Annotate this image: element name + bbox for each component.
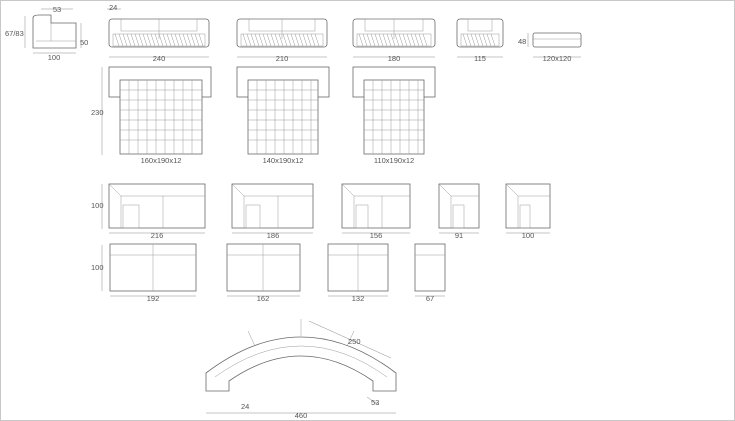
module-arm-depth-label: 100	[91, 201, 104, 210]
bed-depth-label: 230	[91, 108, 104, 117]
module-width-192: 192	[147, 294, 160, 303]
curved-sofa: 250 53 24 460	[205, 319, 397, 420]
bed-160: 160x190x12	[108, 66, 212, 165]
armchair-front-115: 115	[456, 18, 504, 63]
front-width-115: 115	[474, 54, 486, 63]
curved-outer-label: 460	[295, 411, 308, 420]
mattress-140-label: 140x190x12	[263, 156, 304, 165]
ottoman-height-label: 48	[518, 37, 526, 46]
module-corner-100: 100	[505, 183, 551, 240]
module-width-67: 67	[426, 294, 434, 303]
module-67: 67	[414, 243, 446, 303]
side-height-label: 67/83	[5, 29, 24, 38]
sofa-front-240: 240	[108, 18, 210, 63]
module-width-132: 132	[352, 294, 365, 303]
ottoman-size-label: 120x120	[543, 54, 572, 63]
module-132: 132	[327, 243, 389, 303]
module-width-162: 162	[257, 294, 270, 303]
module-arm-width-156: 156	[370, 231, 383, 240]
module-arm-91: 91	[438, 183, 480, 240]
ottoman-front: 48 120x120	[518, 32, 582, 63]
module-arm-186: 186	[231, 183, 314, 240]
mattress-110-label: 110x190x12	[374, 156, 414, 165]
side-seat-label: 50	[80, 38, 88, 47]
module-192: 192	[109, 243, 197, 303]
module-depth-label: 100	[91, 263, 104, 272]
module-arm-width-216: 216	[151, 231, 164, 240]
module-arm-156: 156	[341, 183, 411, 240]
module-arm-216: 216	[108, 183, 206, 240]
front-arm-label: 24	[109, 3, 117, 12]
module-arm-width-100: 100	[522, 231, 535, 240]
side-depth-label: 53	[53, 5, 61, 14]
curved-arc-label: 250	[348, 337, 361, 346]
curved-depth-label: 53	[371, 398, 379, 407]
bed-110: 110x190x12	[352, 66, 436, 165]
sofa-side-view: 53 67/83 50 100	[5, 5, 88, 62]
front-width-240: 240	[153, 54, 166, 63]
front-width-180: 180	[388, 54, 401, 63]
curved-arm-label: 24	[241, 402, 249, 411]
module-arm-width-91: 91	[455, 231, 463, 240]
front-width-210: 210	[276, 54, 289, 63]
bed-140: 140x190x12	[236, 66, 330, 165]
sofa-front-210: 210	[236, 18, 328, 63]
sofa-front-180: 180	[352, 18, 436, 63]
side-length-label: 100	[48, 53, 61, 62]
module-arm-width-186: 186	[267, 231, 280, 240]
mattress-160-label: 160x190x12	[141, 156, 182, 165]
module-162: 162	[226, 243, 301, 303]
